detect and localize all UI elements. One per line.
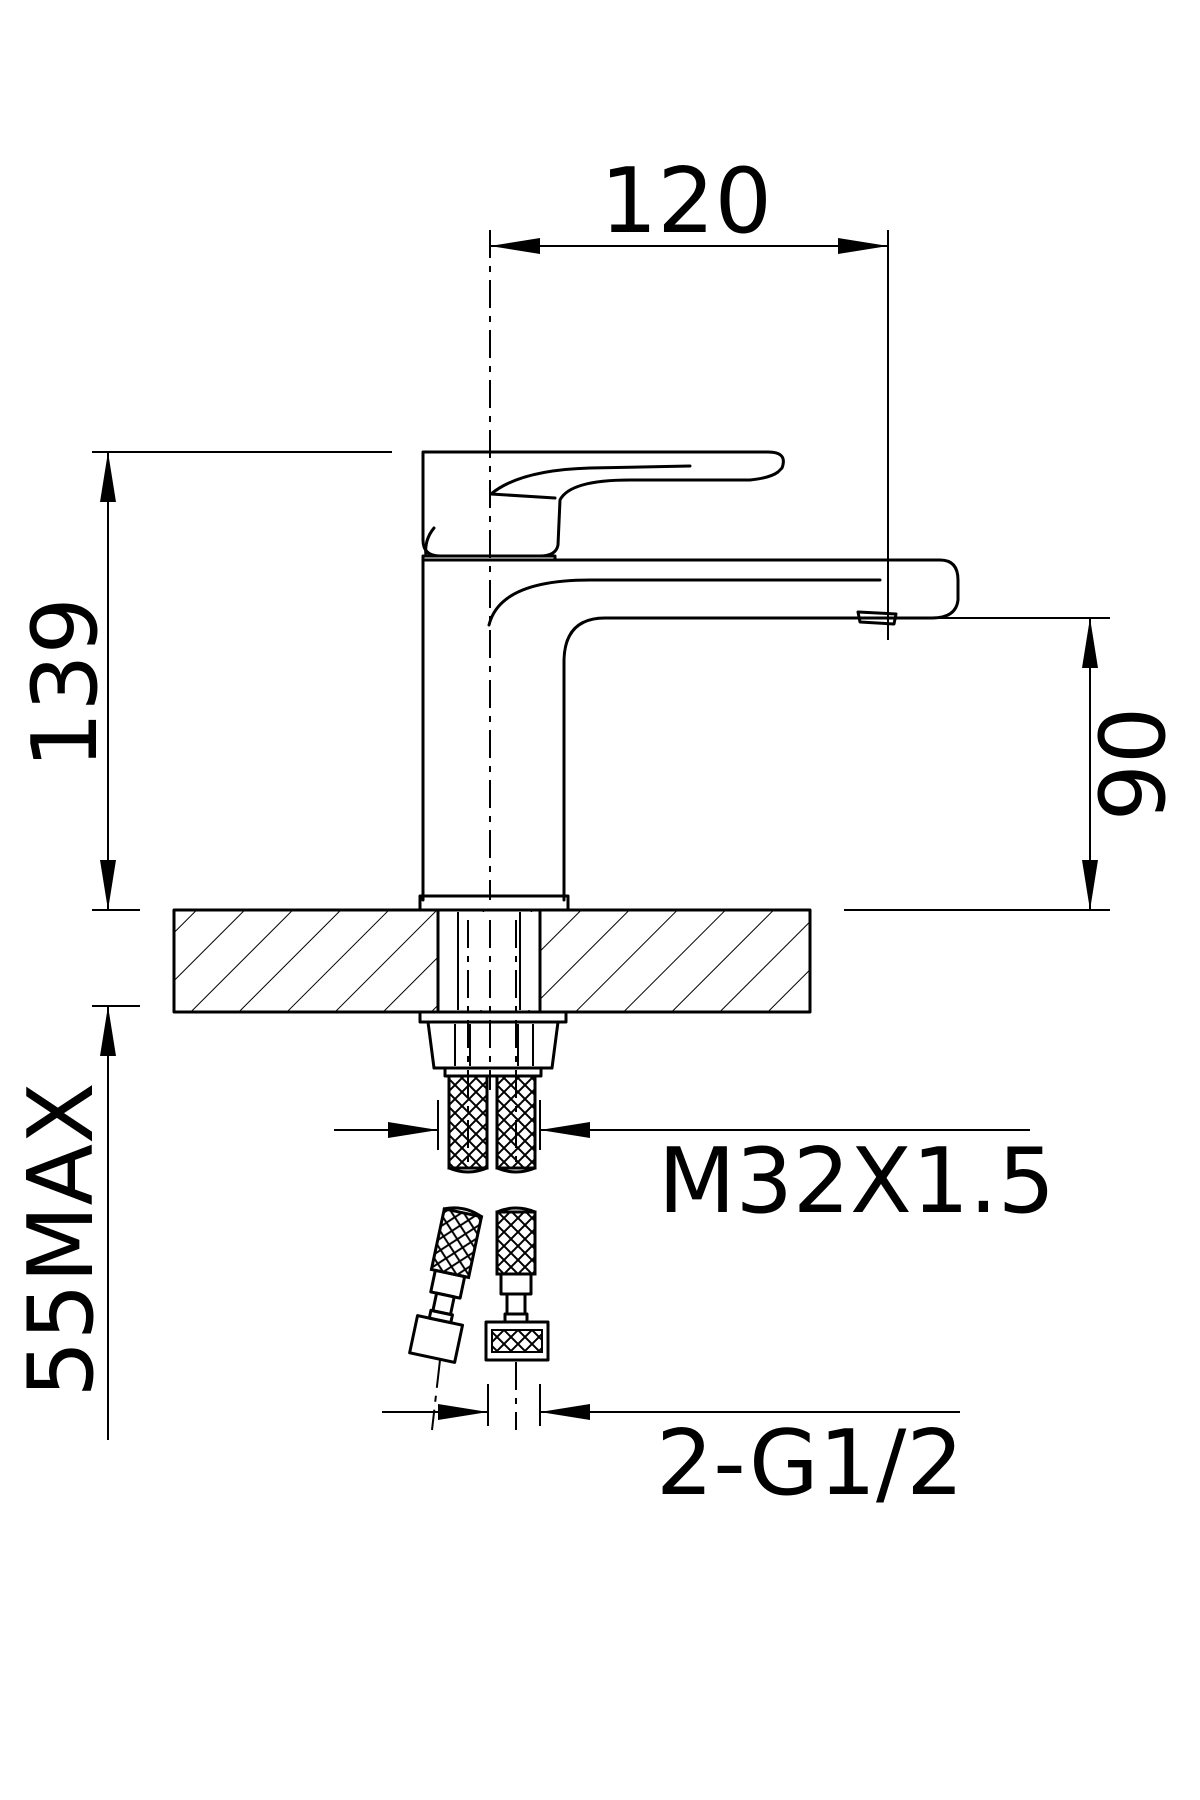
spout-height-label: 90 (1081, 707, 1186, 822)
center-lines (431, 230, 889, 1431)
dim-mounting-thread: M32X1.5 (334, 1100, 1055, 1234)
inlet-connection-label: 2-G1/2 (656, 1411, 964, 1516)
dim-total-height: 139 (13, 451, 392, 911)
faucet-spout (421, 558, 960, 902)
faucet-body (418, 450, 960, 912)
base-ring (418, 894, 570, 912)
total-height-label: 139 (13, 597, 118, 769)
dim-spout-reach: 120 (490, 149, 888, 254)
spout-reach-label: 120 (600, 149, 772, 254)
countertop-section (172, 908, 812, 1014)
dim-spout-height: 90 (844, 617, 1186, 911)
aerator (856, 610, 898, 626)
mounting-thread-label: M32X1.5 (658, 1129, 1055, 1234)
inlet-nut-left (408, 1314, 465, 1364)
dim-deck-thickness: 55MAX (9, 1005, 140, 1440)
dim-inlet-connection: 2-G1/2 (382, 1384, 964, 1516)
deck-thickness-label: 55MAX (9, 1082, 114, 1397)
mounting-nut (418, 1010, 568, 1078)
inlet-nut-right (484, 1320, 550, 1362)
inlet-hoses (408, 1074, 550, 1364)
